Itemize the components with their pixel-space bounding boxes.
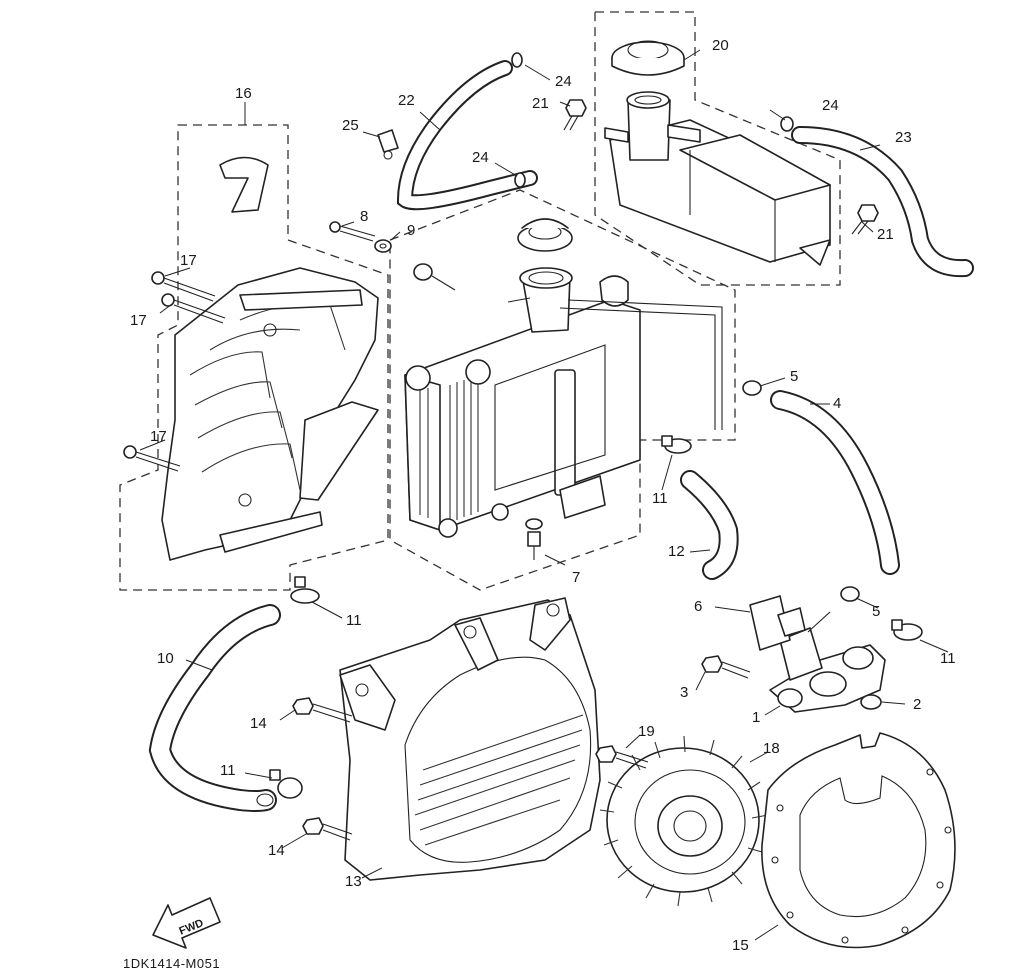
fan-shroud-13 bbox=[339, 597, 601, 881]
clamp-11-c bbox=[269, 769, 303, 799]
bolt-21-b bbox=[851, 204, 879, 235]
thermo-housing-1 bbox=[769, 611, 886, 713]
bolt-17-b bbox=[161, 293, 226, 324]
drain-bolt bbox=[525, 518, 543, 560]
callout-24-c: 24 bbox=[822, 97, 839, 114]
thermo-sensor-6 bbox=[749, 595, 806, 651]
callout-10: 10 bbox=[157, 650, 174, 667]
hose-23 bbox=[791, 126, 974, 278]
hose-10 bbox=[148, 604, 281, 812]
grommet bbox=[413, 263, 456, 291]
callout-numbers: 16 20 24 22 21 24 25 23 24 8 9 21 17 17 … bbox=[130, 37, 956, 954]
callout-3: 3 bbox=[680, 684, 688, 701]
callout-21-a: 21 bbox=[532, 95, 549, 112]
callout-9: 9 bbox=[407, 222, 415, 239]
hose-12 bbox=[680, 470, 739, 580]
callout-11-c: 11 bbox=[220, 762, 236, 779]
callout-14-b: 14 bbox=[268, 842, 285, 859]
callout-12: 12 bbox=[668, 543, 685, 560]
radiator-core bbox=[404, 299, 641, 538]
callout-17-a: 17 bbox=[180, 252, 197, 269]
washer-9 bbox=[374, 239, 392, 253]
fan-cover-gasket-15 bbox=[761, 732, 956, 949]
callout-14-a: 14 bbox=[250, 715, 267, 732]
callout-2: 2 bbox=[913, 696, 921, 713]
callout-4: 4 bbox=[833, 395, 841, 412]
bolt-17-c bbox=[123, 445, 181, 472]
callout-8: 8 bbox=[360, 208, 368, 225]
callout-6: 6 bbox=[694, 598, 702, 615]
clamp-5-b bbox=[840, 586, 860, 602]
radiator-cap bbox=[517, 218, 573, 252]
callout-5-a: 5 bbox=[790, 368, 798, 385]
callout-1: 1 bbox=[752, 709, 760, 726]
bolt-14-b bbox=[302, 817, 353, 841]
hose-4 bbox=[770, 390, 900, 575]
clamp-24-c bbox=[780, 116, 794, 132]
reservoir-cap bbox=[611, 40, 685, 76]
callout-11-d: 11 bbox=[940, 650, 956, 667]
callout-24-b: 24 bbox=[472, 149, 489, 166]
bolt-8 bbox=[329, 221, 376, 242]
group-20-border bbox=[594, 11, 841, 286]
diagram-code: 1DK1414-M051 bbox=[123, 956, 220, 971]
clamp-11-d bbox=[891, 619, 923, 641]
fwd-arrow-icon: FWD bbox=[152, 897, 221, 949]
shroud-bracket-16 bbox=[219, 156, 269, 213]
callout-22: 22 bbox=[398, 92, 415, 109]
callout-17-b: 17 bbox=[130, 312, 147, 329]
radiator-shroud bbox=[161, 267, 379, 561]
callout-15: 15 bbox=[732, 937, 749, 954]
callout-20: 20 bbox=[712, 37, 729, 54]
bolt-17-a bbox=[151, 271, 216, 302]
callout-25: 25 bbox=[342, 117, 359, 134]
callout-13: 13 bbox=[345, 873, 362, 890]
callout-23: 23 bbox=[895, 129, 912, 146]
clamp-11-a bbox=[290, 576, 320, 604]
bolt-14-a bbox=[292, 697, 353, 723]
clamp-5-a bbox=[742, 380, 762, 396]
callout-5-b: 5 bbox=[872, 603, 880, 620]
bolt-19 bbox=[595, 745, 649, 769]
callout-18: 18 bbox=[763, 740, 780, 757]
callout-11-a: 11 bbox=[346, 612, 362, 629]
reservoir-filler-neck bbox=[604, 91, 701, 161]
hose-22 bbox=[396, 60, 538, 211]
radiator-filler-neck bbox=[507, 267, 629, 333]
callout-21-b: 21 bbox=[877, 226, 894, 243]
clamp-24-b bbox=[514, 172, 526, 188]
callout-24-a: 24 bbox=[555, 73, 572, 90]
bolt-3 bbox=[701, 655, 751, 679]
clamp-24-a bbox=[511, 52, 523, 68]
clamp-11-b bbox=[661, 435, 692, 454]
callout-17-c: 17 bbox=[150, 428, 167, 445]
leader-lines bbox=[139, 49, 949, 941]
callout-11-b: 11 bbox=[652, 490, 668, 507]
radiator-siphon-tube bbox=[559, 299, 723, 430]
clip-25 bbox=[377, 129, 399, 160]
callout-16: 16 bbox=[235, 85, 252, 102]
group-16-border bbox=[119, 124, 389, 591]
callout-7: 7 bbox=[572, 569, 580, 586]
bolt-21-a bbox=[563, 99, 587, 131]
o-ring-2 bbox=[860, 694, 882, 710]
cooling-fan-18 bbox=[599, 735, 769, 907]
callout-19: 19 bbox=[638, 723, 655, 740]
